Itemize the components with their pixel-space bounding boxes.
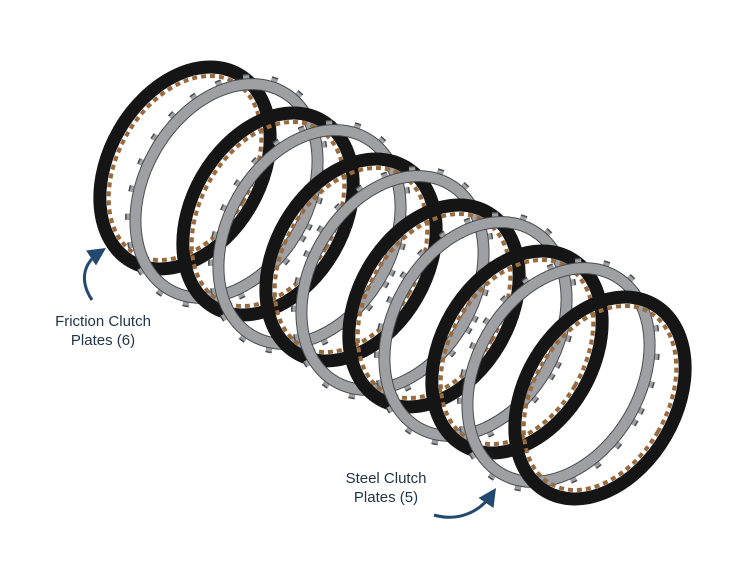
friction-plates-label-line2: Plates (6) — [70, 332, 136, 349]
steel-plate-5 — [457, 257, 660, 493]
steel-arrow-icon — [433, 488, 496, 519]
friction-arrow-icon — [83, 248, 106, 301]
clutch-plates-stack — [93, 60, 692, 506]
friction-plates-label: Friction Clutch Plates (6) — [44, 312, 162, 350]
friction-plate-4 — [342, 198, 526, 414]
steel-plates-label-line2: Plates (5) — [353, 489, 419, 506]
friction-plate-6 — [508, 290, 692, 506]
friction-plates-label-line1: Friction Clutch — [55, 313, 151, 330]
friction-plate-2 — [176, 106, 360, 322]
friction-plate-5 — [425, 244, 609, 460]
friction-plate-3 — [259, 152, 443, 368]
steel-plates-label: Steel Clutch Plates (5) — [330, 469, 442, 507]
steel-plate-4 — [374, 211, 577, 447]
friction-plate-1 — [93, 60, 277, 276]
steel-plates-label-line1: Steel Clutch — [345, 470, 427, 487]
